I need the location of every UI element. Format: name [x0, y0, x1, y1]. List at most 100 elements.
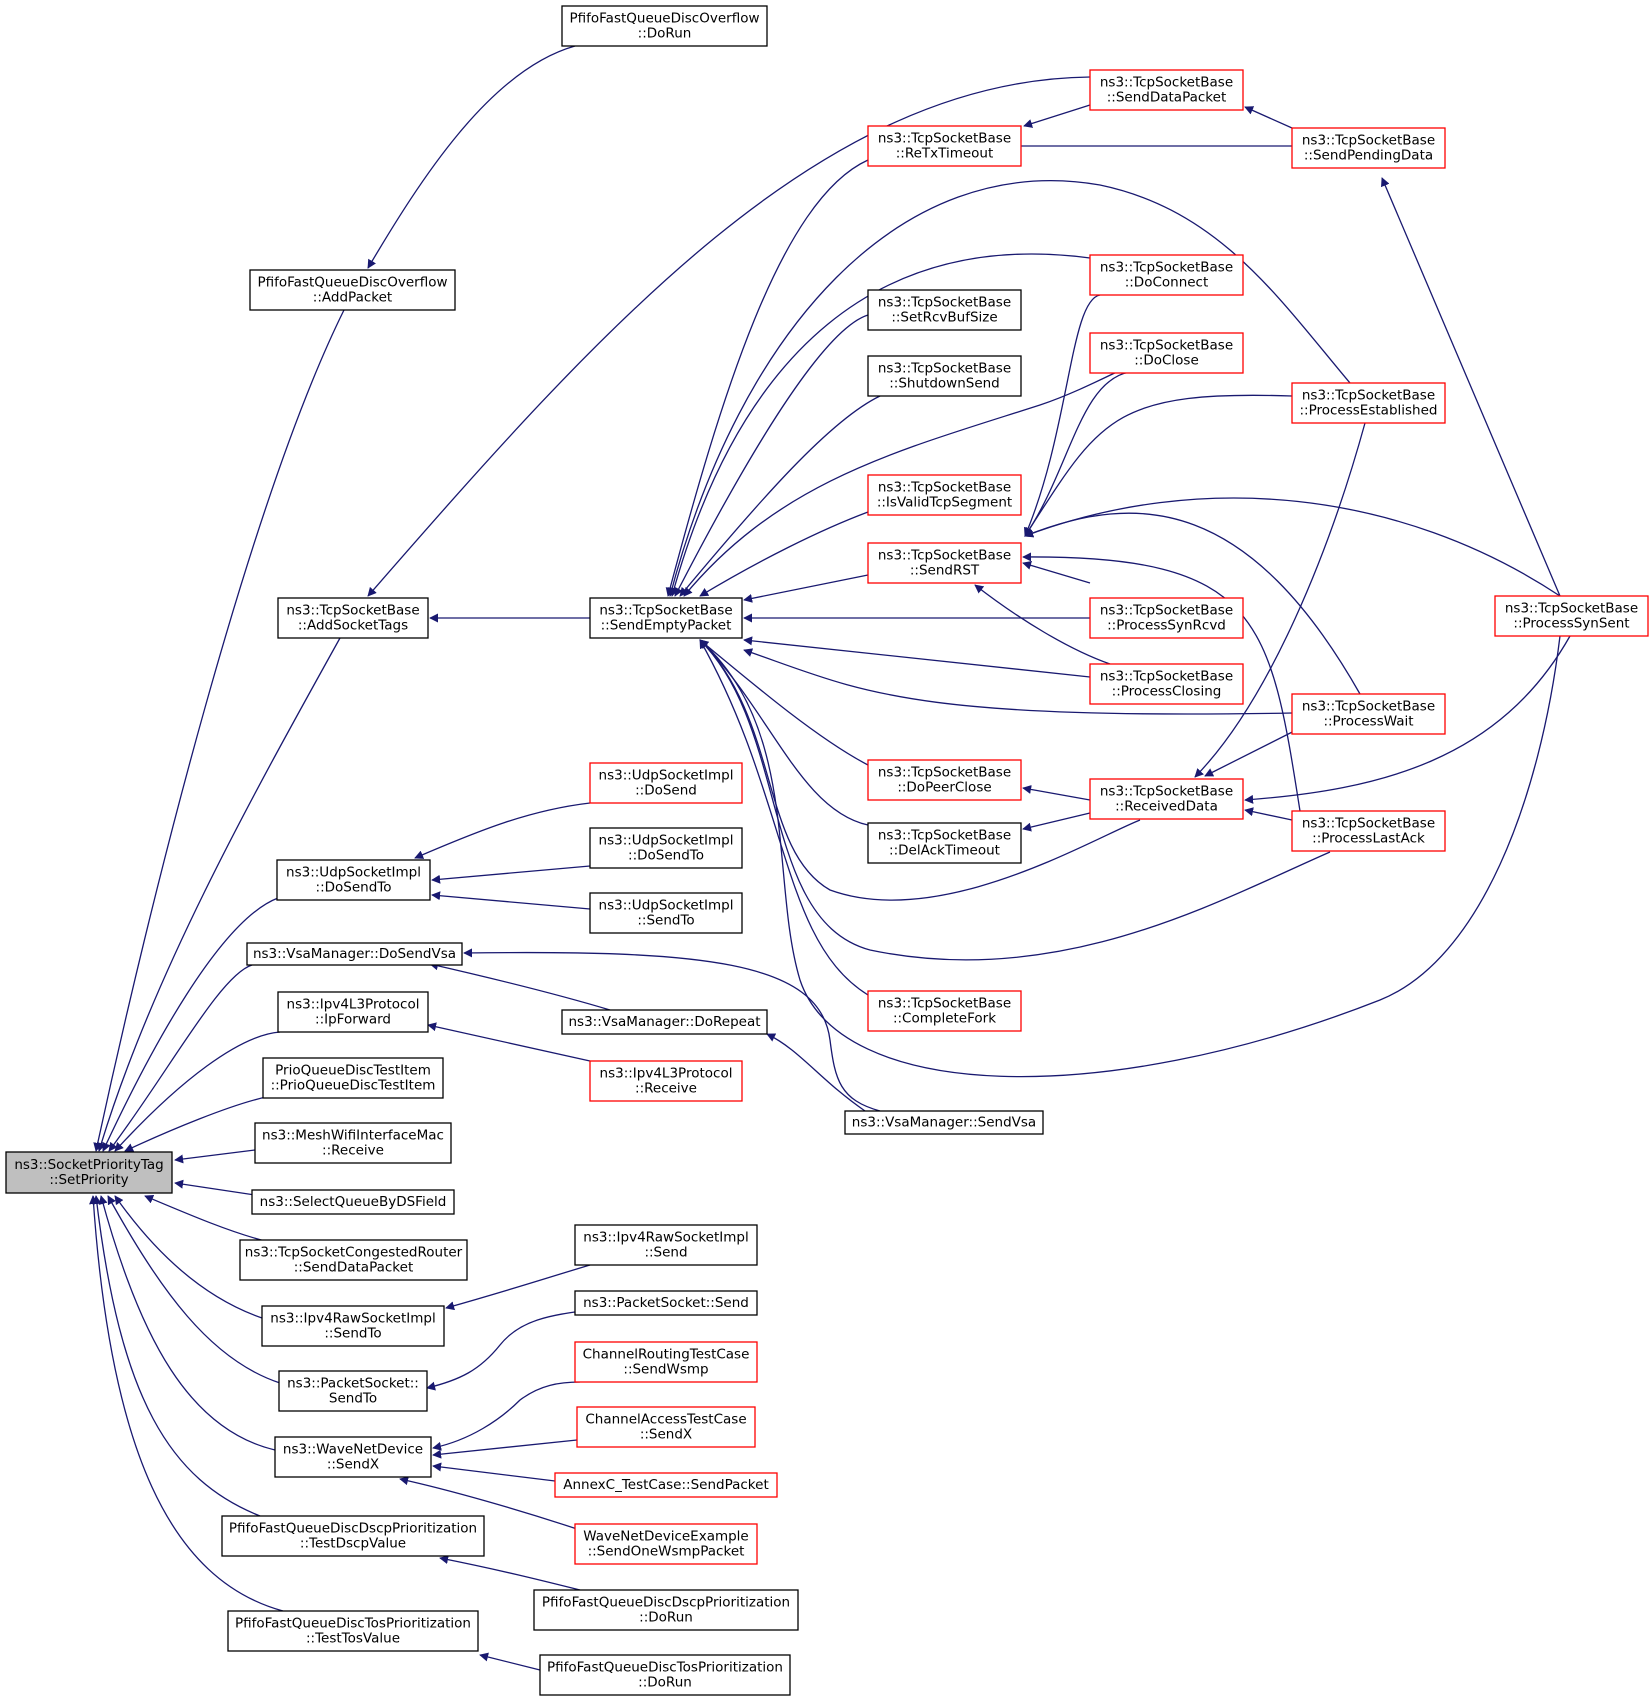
- node-sendRst[interactable]: ns3::TcpSocketBase::SendRST: [867, 542, 1022, 584]
- call-edge-45: [1024, 497, 1561, 597]
- node-label: ::SetPriority: [49, 1172, 128, 1188]
- node-label: ::SendX: [640, 1427, 692, 1443]
- node-annexC[interactable]: AnnexC_TestCase::SendPacket: [554, 1472, 778, 1498]
- node-label: ::Receive: [635, 1081, 697, 1097]
- node-root[interactable]: ns3::SocketPriorityTag::SetPriority: [5, 1151, 173, 1194]
- node-label: PfifoFastQueueDiscOverflow: [257, 275, 447, 291]
- node-procLastAck[interactable]: ns3::TcpSocketBase::ProcessLastAck: [1291, 810, 1446, 852]
- node-label: ::DoRun: [638, 26, 692, 42]
- node-chAccess[interactable]: ChannelAccessTestCase::SendX: [576, 1406, 756, 1448]
- node-doPeerClose[interactable]: ns3::TcpSocketBase::DoPeerClose: [867, 759, 1022, 801]
- node-waveEx[interactable]: WaveNetDeviceExample::SendOneWsmpPacket: [574, 1523, 758, 1565]
- node-selectQ[interactable]: ns3::SelectQueueByDSField: [251, 1189, 455, 1215]
- call-edge-46: [1022, 784, 1091, 801]
- node-udpSendTo[interactable]: ns3::UdpSocketImpl::SendTo: [589, 892, 743, 934]
- node-udpDoSend[interactable]: ns3::UdpSocketImpl::DoSend: [589, 762, 743, 804]
- node-label: ns3::SelectQueueByDSField: [260, 1194, 447, 1210]
- node-procEst[interactable]: ns3::TcpSocketBase::ProcessEstablished: [1291, 382, 1446, 424]
- node-box: [1494, 595, 1649, 637]
- node-label: ::DoRun: [638, 1675, 692, 1691]
- node-label: ns3::PacketSocket::Send: [583, 1295, 749, 1311]
- node-ipFwd[interactable]: ns3::Ipv4L3Protocol::IpForward: [277, 991, 429, 1033]
- node-reTx[interactable]: ns3::TcpSocketBase::ReTxTimeout: [867, 125, 1022, 167]
- node-label: ns3::PacketSocket::: [287, 1376, 419, 1392]
- node-tosTest[interactable]: PfifoFastQueueDiscTosPrioritization::Tes…: [227, 1610, 479, 1652]
- node-label: ::ProcessWait: [1323, 714, 1413, 730]
- call-edge-43: [1024, 394, 1293, 537]
- node-label: ::IsValidTcpSegment: [877, 495, 1012, 511]
- node-label: ::DoClose: [1134, 353, 1199, 369]
- node-completeFork[interactable]: ns3::TcpSocketBase::CompleteFork: [867, 990, 1022, 1032]
- call-edge-56: [429, 961, 611, 1011]
- node-dscpTest[interactable]: PfifoFastQueueDiscDscpPrioritization::Te…: [221, 1515, 485, 1557]
- node-box: [561, 1009, 768, 1035]
- node-sendData[interactable]: ns3::TcpSocketBase::SendDataPacket: [1089, 69, 1244, 111]
- call-edge-58: [427, 1022, 591, 1062]
- node-box: [561, 5, 768, 47]
- call-edge-39: [974, 584, 1111, 665]
- node-label: ::DoSend: [635, 783, 697, 799]
- node-pfofAdd[interactable]: PfifoFastQueueDiscOverflow::AddPacket: [249, 269, 456, 311]
- node-box: [539, 1654, 791, 1696]
- node-vsaDoSend[interactable]: ns3::VsaManager::DoSendVsa: [246, 942, 463, 966]
- node-box: [1089, 663, 1244, 705]
- node-rawSendTo[interactable]: ns3::Ipv4RawSocketImpl::SendTo: [261, 1305, 445, 1347]
- call-edge-65: [439, 1555, 581, 1591]
- node-label: ::ProcessClosing: [1112, 684, 1222, 700]
- node-label: ::DoPeerClose: [897, 780, 991, 796]
- node-tosRun[interactable]: PfifoFastQueueDiscTosPrioritization::DoR…: [539, 1654, 791, 1696]
- call-edge-47: [1022, 812, 1091, 832]
- node-label: ::SendWsmp: [623, 1362, 708, 1378]
- node-vsaSend[interactable]: ns3::VsaManager::SendVsa: [844, 1110, 1044, 1135]
- call-edge-62: [432, 1439, 578, 1459]
- node-sendEmpty[interactable]: ns3::TcpSocketBase::SendEmptyPacket: [589, 597, 743, 639]
- node-meshRecv[interactable]: ns3::MeshWifiInterfaceMac::Receive: [254, 1122, 452, 1164]
- node-box: [1089, 254, 1244, 296]
- node-setRcv[interactable]: ns3::TcpSocketBase::SetRcvBufSize: [867, 289, 1022, 331]
- node-chRouting[interactable]: ChannelRoutingTestCase::SendWsmp: [574, 1341, 758, 1383]
- call-edge-3: [108, 964, 253, 1152]
- node-label: ::Send: [644, 1245, 687, 1261]
- node-box: [867, 474, 1022, 516]
- node-label: ns3::TcpSocketBase: [878, 361, 1011, 377]
- call-edge-12: [92, 1195, 261, 1517]
- node-doConnect[interactable]: ns3::TcpSocketBase::DoConnect: [1089, 254, 1244, 296]
- node-label: ::ProcessSynSent: [1513, 616, 1629, 632]
- call-edge-30: [743, 636, 1091, 678]
- node-label: ns3::UdpSocketImpl: [599, 898, 734, 914]
- call-edge-66: [479, 1652, 541, 1671]
- node-waveSendX[interactable]: ns3::WaveNetDevice::SendX: [274, 1436, 432, 1478]
- node-shutdown[interactable]: ns3::TcpSocketBase::ShutdownSend: [867, 355, 1022, 397]
- node-delAck[interactable]: ns3::TcpSocketBase::DelAckTimeout: [867, 822, 1022, 864]
- node-label: ::CompleteFork: [893, 1011, 996, 1027]
- node-label: ::IpForward: [315, 1012, 391, 1028]
- node-label: ns3::TcpSocketBase: [1505, 601, 1638, 617]
- node-isValid[interactable]: ns3::TcpSocketBase::IsValidTcpSegment: [867, 474, 1022, 516]
- node-box: [574, 1290, 758, 1316]
- node-udpDoSendTo2[interactable]: ns3::UdpSocketImpl::DoSendTo: [589, 827, 743, 869]
- node-procSynRcvd[interactable]: ns3::TcpSocketBase::ProcessSynRcvd: [1089, 597, 1244, 639]
- node-doClose[interactable]: ns3::TcpSocketBase::DoClose: [1089, 332, 1244, 374]
- node-ipRecv[interactable]: ns3::Ipv4L3Protocol::Receive: [589, 1060, 743, 1102]
- node-recvData[interactable]: ns3::TcpSocketBase::ReceivedData: [1089, 778, 1244, 820]
- node-tcpCong[interactable]: ns3::TcpSocketCongestedRouter::SendDataP…: [239, 1239, 468, 1281]
- node-box: [1089, 778, 1244, 820]
- node-pktSendTo[interactable]: ns3::PacketSocket::SendTo: [278, 1370, 428, 1412]
- node-udpDoSendTo[interactable]: ns3::UdpSocketImpl::DoSendTo: [276, 859, 431, 901]
- node-label: ns3::Ipv4L3Protocol: [600, 1066, 733, 1082]
- node-rawSend[interactable]: ns3::Ipv4RawSocketImpl::Send: [574, 1224, 758, 1266]
- node-vsaDoRepeat[interactable]: ns3::VsaManager::DoRepeat: [561, 1009, 768, 1035]
- node-label: ns3::MeshWifiInterfaceMac: [262, 1128, 444, 1144]
- node-pfofRun[interactable]: PfifoFastQueueDiscOverflow::DoRun: [561, 5, 768, 47]
- node-dscpRun[interactable]: PfifoFastQueueDiscDscpPrioritization::Do…: [533, 1589, 799, 1631]
- node-procClosing[interactable]: ns3::TcpSocketBase::ProcessClosing: [1089, 663, 1244, 705]
- node-sendPending[interactable]: ns3::TcpSocketBase::SendPendingData: [1291, 127, 1446, 169]
- node-label: AnnexC_TestCase::SendPacket: [563, 1477, 768, 1493]
- node-prioItem[interactable]: PrioQueueDiscTestItem::PrioQueueDiscTest…: [262, 1057, 444, 1099]
- node-label: ns3::TcpSocketBase: [1302, 388, 1435, 404]
- node-procSynSent[interactable]: ns3::TcpSocketBase::ProcessSynSent: [1494, 595, 1649, 637]
- node-addTags[interactable]: ns3::TcpSocketBase::AddSocketTags: [277, 597, 429, 639]
- node-pktSend[interactable]: ns3::PacketSocket::Send: [574, 1290, 758, 1316]
- call-edge-36: [699, 639, 869, 996]
- node-procWait[interactable]: ns3::TcpSocketBase::ProcessWait: [1291, 693, 1446, 735]
